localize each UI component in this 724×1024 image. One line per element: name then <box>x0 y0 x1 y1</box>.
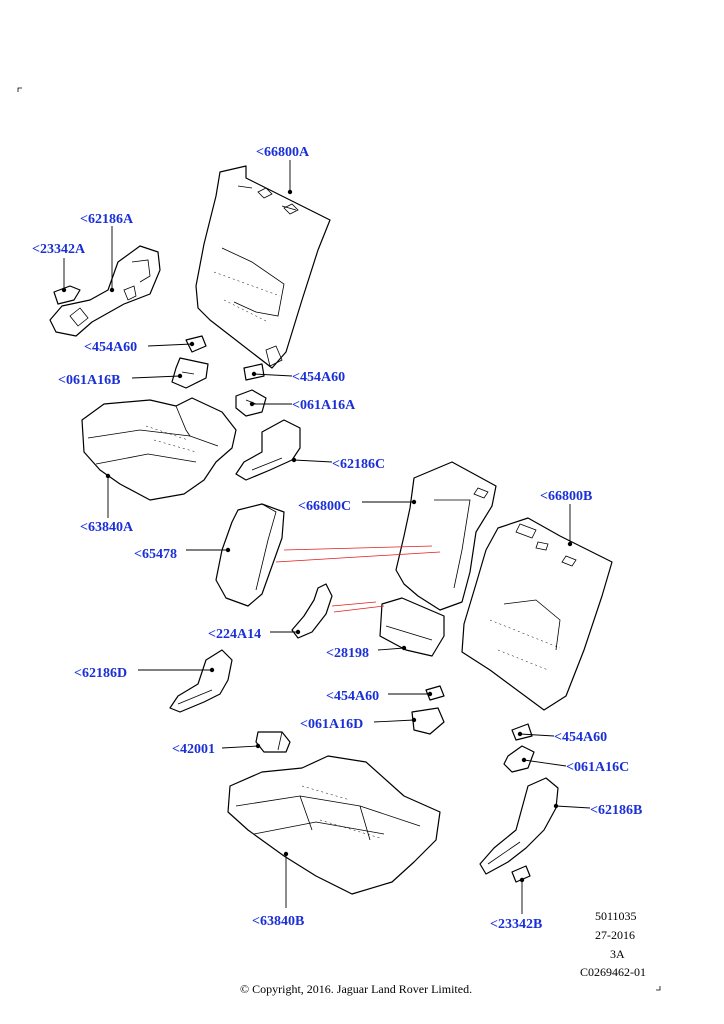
meta-reference-code: C0269462-01 <box>580 965 646 979</box>
callout-66800C: <66800C <box>298 499 351 514</box>
part-23342A-clip[interactable] <box>53 285 81 305</box>
leader-line-red-3 <box>331 601 377 607</box>
part-061A16B-trim[interactable] <box>171 357 209 389</box>
callout-66800B: <66800B <box>540 489 592 504</box>
callout-62186A: <62186A <box>80 212 134 227</box>
leader-line-red-2 <box>275 551 441 563</box>
part-454A60-bracket-3[interactable] <box>425 685 445 701</box>
callout-65478: <65478 <box>134 547 177 562</box>
part-66800A-backrest-left[interactable] <box>195 165 331 369</box>
callout-62186D: <62186D <box>74 666 127 681</box>
part-224A14-bracket[interactable] <box>291 583 333 639</box>
meta-date-code: 27-2016 <box>595 928 635 942</box>
part-62186A-side-trim[interactable] <box>49 245 161 337</box>
part-66800B-backrest-right[interactable] <box>461 517 613 711</box>
callout-62186B: <62186B <box>590 803 642 818</box>
callout-454A60-1: <454A60 <box>84 340 137 355</box>
callout-23342B: <23342B <box>490 917 542 932</box>
meta-illustration-number: 5011035 <box>595 909 637 923</box>
leader-line-red-4 <box>333 605 385 613</box>
callout-23342A: <23342A <box>32 242 86 257</box>
callout-061A16D: <061A16D <box>300 717 363 732</box>
part-63840A-seat-cushion-left[interactable] <box>81 397 237 501</box>
part-28198-pad[interactable] <box>379 597 445 657</box>
callout-63840A: <63840A <box>80 520 134 535</box>
part-42001-cup[interactable] <box>255 731 291 753</box>
meta-revision: 3A <box>610 947 625 961</box>
callout-061A16C: <061A16C <box>566 760 629 775</box>
part-62186C-side-trim[interactable] <box>235 419 301 481</box>
callout-66800A: <66800A <box>256 145 310 160</box>
crop-mark-top-left <box>17 87 22 92</box>
callout-454A60-2: <454A60 <box>292 370 345 385</box>
part-63840B-seat-cushion-right[interactable] <box>227 755 441 895</box>
callout-63840B: <63840B <box>252 914 304 929</box>
callout-62186C: <62186C <box>332 457 385 472</box>
callout-28198: <28198 <box>326 646 369 661</box>
callout-454A60-3: <454A60 <box>326 689 379 704</box>
callout-061A16B: <061A16B <box>58 373 120 388</box>
part-23342B-clip[interactable] <box>511 865 531 883</box>
callout-061A16A: <061A16A <box>292 398 356 413</box>
part-66800C-backrest-middle[interactable] <box>395 461 497 611</box>
callout-42001: <42001 <box>172 742 215 757</box>
part-62186D-side-trim[interactable] <box>169 649 233 713</box>
callout-454A60-4: <454A60 <box>554 730 607 745</box>
part-454A60-bracket-1[interactable] <box>185 335 207 353</box>
leader-lines <box>61 160 591 914</box>
copyright-notice: © Copyright, 2016. Jaguar Land Rover Lim… <box>240 982 472 996</box>
part-454A60-bracket-4[interactable] <box>511 723 533 741</box>
leader-line-red-1 <box>283 545 433 551</box>
part-061A16D-trim[interactable] <box>411 707 445 735</box>
part-62186B-side-trim[interactable] <box>479 777 559 875</box>
part-65478-armrest[interactable] <box>215 503 285 607</box>
part-061A16C-trim[interactable] <box>503 745 535 773</box>
callout-224A14: <224A14 <box>208 627 261 642</box>
crop-mark-bottom-right <box>656 986 661 991</box>
